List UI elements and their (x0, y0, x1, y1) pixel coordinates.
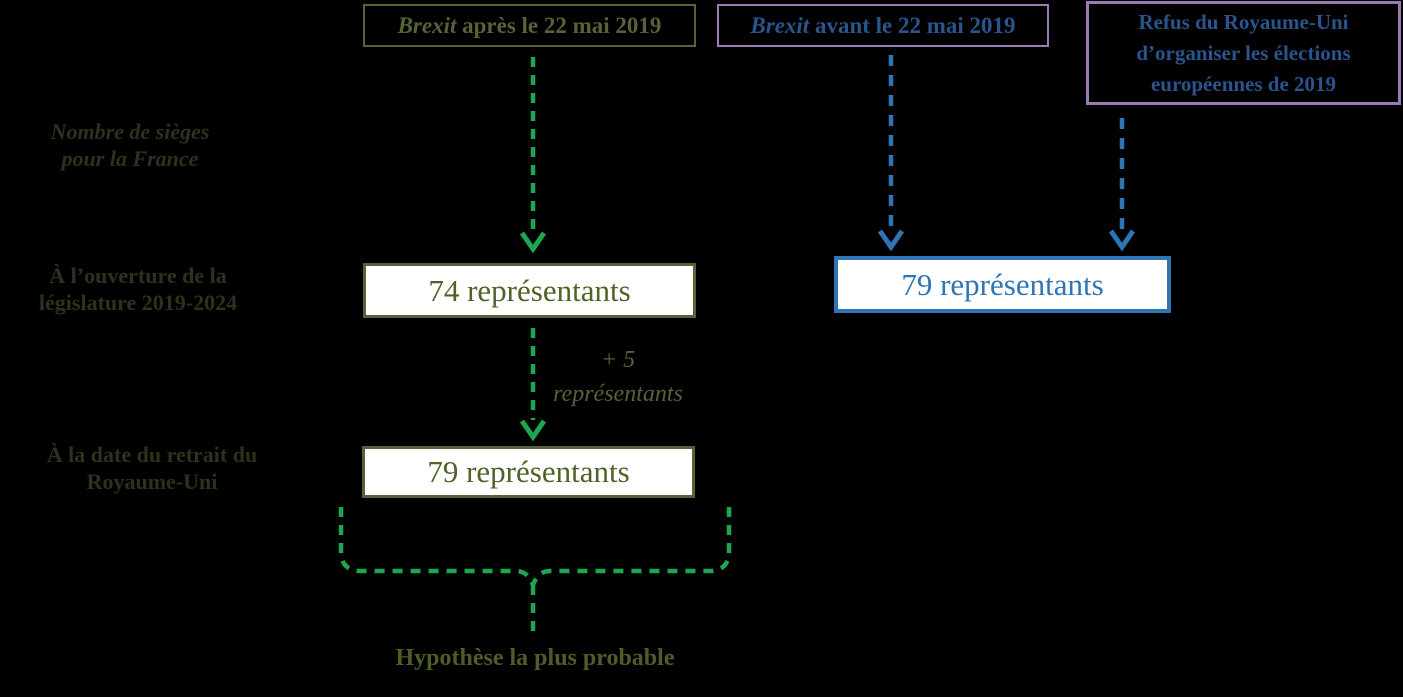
green-dashed-arrow-1 (519, 57, 547, 254)
plus-five-annotation: + 5 représentants (553, 347, 683, 407)
header-brexit-before-label: Brexit avant le 22 mai 2019 (750, 12, 1016, 38)
green-dashed-arrow-2 (519, 328, 547, 442)
value-box-79-representants-blue: 79 représentants (834, 256, 1171, 313)
header-brexit-after-label: Brexit après le 22 mai 2019 (397, 12, 662, 38)
row-label-seats: Nombre de sièges pour la France (50, 119, 210, 171)
conclusion-label: Hypothèse la plus probable (395, 645, 675, 671)
row-label-legislature: À l’ouverture de la législature 2019-202… (38, 263, 238, 315)
merge-brace (338, 507, 732, 639)
row-label-withdrawal: À la date du retrait du Royaume-Uni (46, 442, 258, 494)
header-refusal-label: Refus du Royaume-Uni d’organiser les éle… (1136, 9, 1351, 96)
header-brexit-before: Brexit avant le 22 mai 2019 (717, 4, 1049, 47)
blue-dashed-arrow-1 (877, 55, 905, 252)
blue-dashed-arrow-2 (1108, 118, 1136, 252)
header-brexit-after: Brexit après le 22 mai 2019 (363, 4, 696, 47)
header-refusal: Refus du Royaume-Uni d’organiser les éle… (1086, 1, 1401, 105)
value-box-79-representants-olive: 79 représentants (362, 446, 695, 498)
value-box-74-representants: 74 représentants (363, 263, 696, 318)
